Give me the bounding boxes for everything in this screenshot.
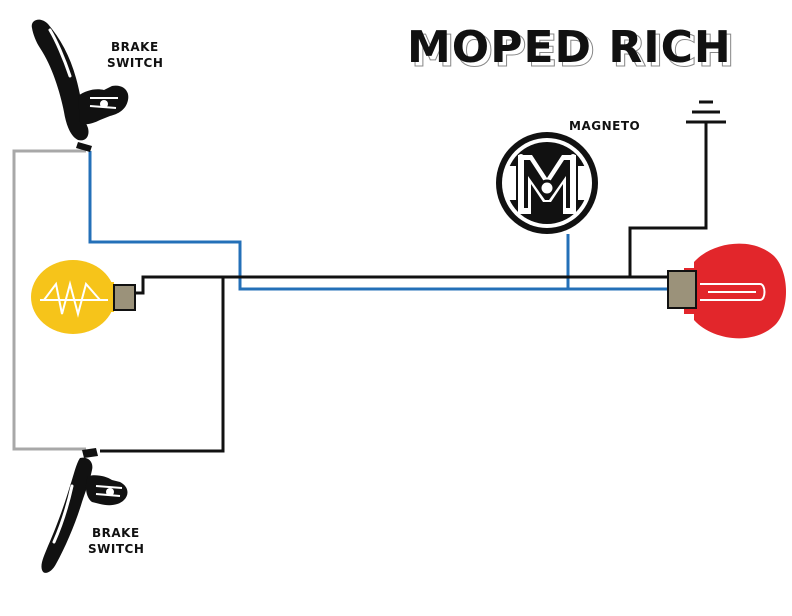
- wire-black-main: [135, 275, 668, 295]
- svg-text:SWITCH: SWITCH: [107, 56, 163, 70]
- brake-lever-icon: [31, 19, 129, 152]
- brand-title-text: MOPED RICH: [407, 22, 732, 73]
- svg-text:BRAKE: BRAKE: [92, 526, 140, 540]
- svg-text:SWITCH: SWITCH: [88, 542, 144, 556]
- wires: [12, 122, 708, 453]
- magneto-icon: [496, 132, 598, 234]
- svg-text:MOPED RICH: MOPED RICH: [411, 26, 736, 77]
- light-bulb-icon: [31, 260, 136, 334]
- magneto-label: MAGNETO: [569, 119, 640, 133]
- wire-gray-brake-link: [12, 149, 86, 451]
- ground-icon: [686, 100, 726, 124]
- horn-icon: [667, 243, 786, 339]
- wire-black-brake-bottom: [100, 277, 225, 453]
- wire-black-ground: [628, 122, 708, 277]
- brake-lever-icon: [41, 448, 128, 573]
- brake-switch-label-bottom: BRAKE SWITCH: [88, 526, 144, 556]
- brake-switch-label-top: BRAKE SWITCH: [107, 40, 163, 70]
- svg-text:BRAKE: BRAKE: [111, 40, 159, 54]
- brand-title: MOPED RICH MOPED RICH: [407, 22, 736, 78]
- wire-blue-brake: [88, 151, 668, 291]
